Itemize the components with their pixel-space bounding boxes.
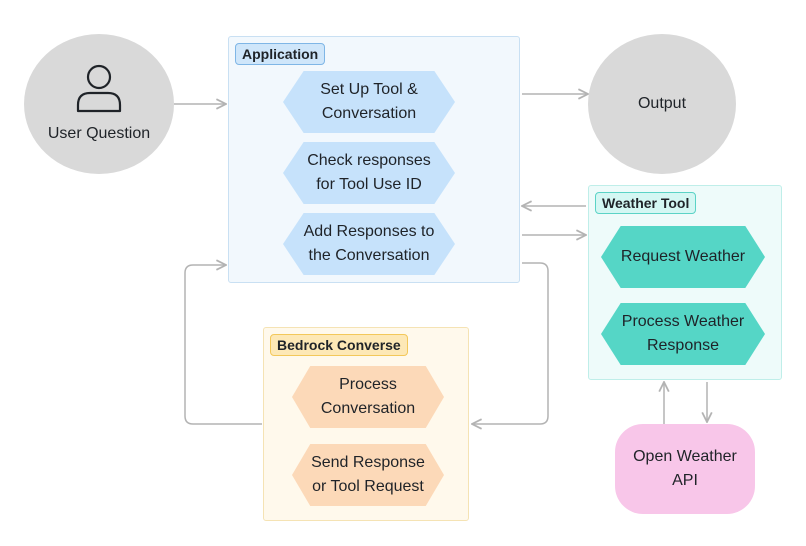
weather-tool-tag: Weather Tool xyxy=(595,192,697,214)
bedrock-step-send-response: Send Response or Tool Request xyxy=(292,444,444,506)
application-tag: Application xyxy=(235,43,326,65)
weather-tool-container: Weather Tool Request Weather Process Wea… xyxy=(588,185,782,380)
bedrock-converse-container: Bedrock Converse Process Conversation Se… xyxy=(263,327,469,521)
bedrock-step-process-conversation: Process Conversation xyxy=(292,366,444,428)
application-container: Application Set Up Tool & Conversation C… xyxy=(228,36,520,283)
weather-step-request: Request Weather xyxy=(601,226,765,288)
app-step-setup: Set Up Tool & Conversation xyxy=(283,71,455,133)
bedrock-converse-tag: Bedrock Converse xyxy=(270,334,408,356)
open-weather-api-node: Open Weather API xyxy=(615,424,755,514)
user-question-node: User Question xyxy=(24,34,174,174)
output-label: Output xyxy=(637,95,687,112)
user-question-label: User Question xyxy=(47,125,151,142)
output-node: Output xyxy=(588,34,736,174)
weather-step-process-response: Process Weather Response xyxy=(601,303,765,365)
app-step-check-responses: Check responses for Tool Use ID xyxy=(283,142,455,204)
user-icon xyxy=(76,64,122,113)
arrow-bedrock-to-app xyxy=(184,265,262,425)
app-step-add-responses: Add Responses to the Conversation xyxy=(283,213,455,275)
arrow-app-to-bedrock xyxy=(472,262,549,424)
